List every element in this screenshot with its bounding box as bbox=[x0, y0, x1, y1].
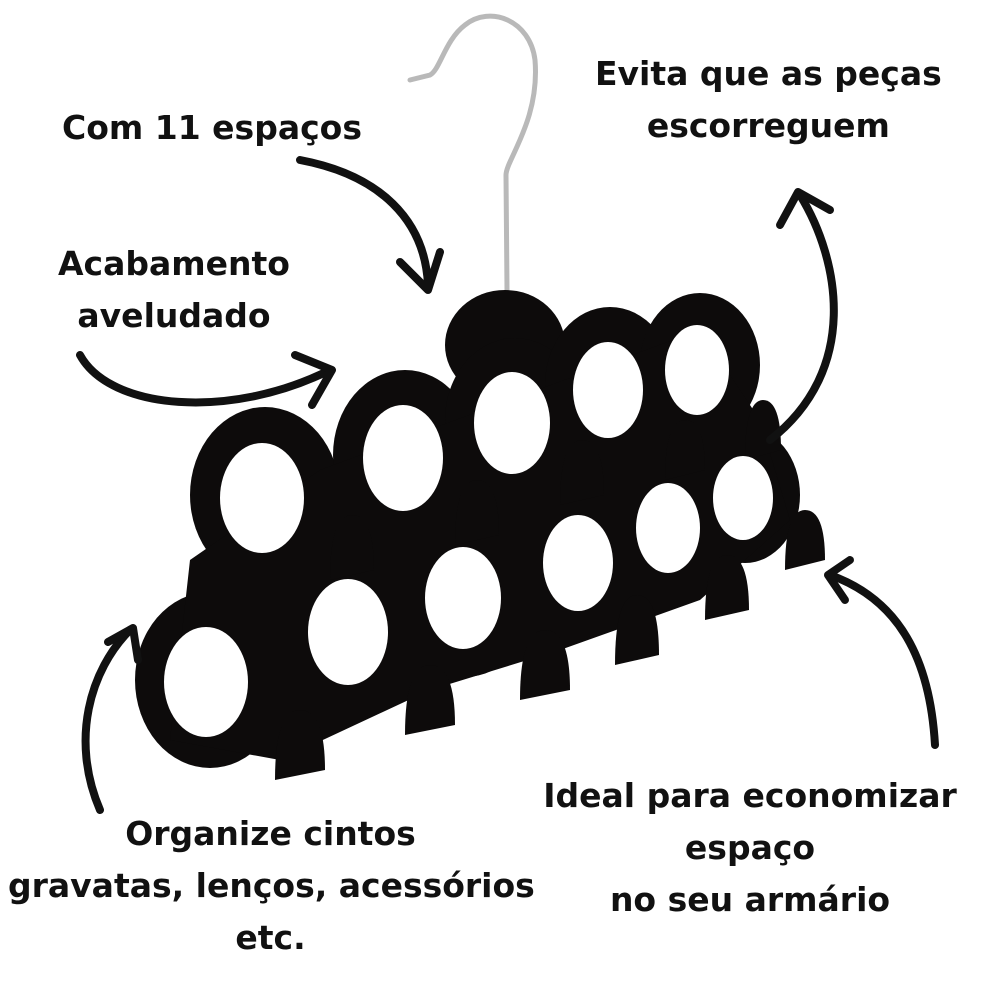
callout-uses: Organize cintos gravatas, lenços, acessó… bbox=[8, 808, 535, 964]
callout-line: escorreguem bbox=[646, 106, 890, 145]
callout-line: aveludado bbox=[77, 296, 271, 335]
callout-finish: Acabamento aveludado bbox=[58, 238, 290, 342]
callout-line: etc. bbox=[235, 918, 306, 957]
callout-line: Acabamento bbox=[58, 244, 290, 283]
callout-spaces: Com 11 espaços bbox=[62, 102, 362, 154]
callout-space-saving: Ideal para economizar espaço no seu armá… bbox=[540, 770, 960, 926]
curved-arrow-icon bbox=[81, 624, 142, 814]
callout-line: Com 11 espaços bbox=[62, 108, 362, 147]
hanger-hook-icon bbox=[407, 13, 538, 293]
callout-line: Evita que as peças bbox=[595, 54, 942, 93]
hanger-rings bbox=[164, 325, 773, 737]
callout-line: gravatas, lenços, acessórios bbox=[8, 866, 535, 905]
curved-arrow-icon bbox=[766, 188, 838, 444]
callout-line: Ideal para economizar bbox=[543, 776, 957, 815]
curved-arrow-icon bbox=[824, 556, 939, 749]
callout-nonslip: Evita que as peças escorreguem bbox=[595, 48, 942, 152]
callout-line: espaço bbox=[684, 828, 816, 867]
curved-arrow-icon bbox=[296, 156, 444, 294]
callout-line: no seu armário bbox=[609, 880, 891, 919]
callout-line: Organize cintos bbox=[125, 814, 416, 853]
curved-arrow-icon bbox=[76, 351, 336, 409]
